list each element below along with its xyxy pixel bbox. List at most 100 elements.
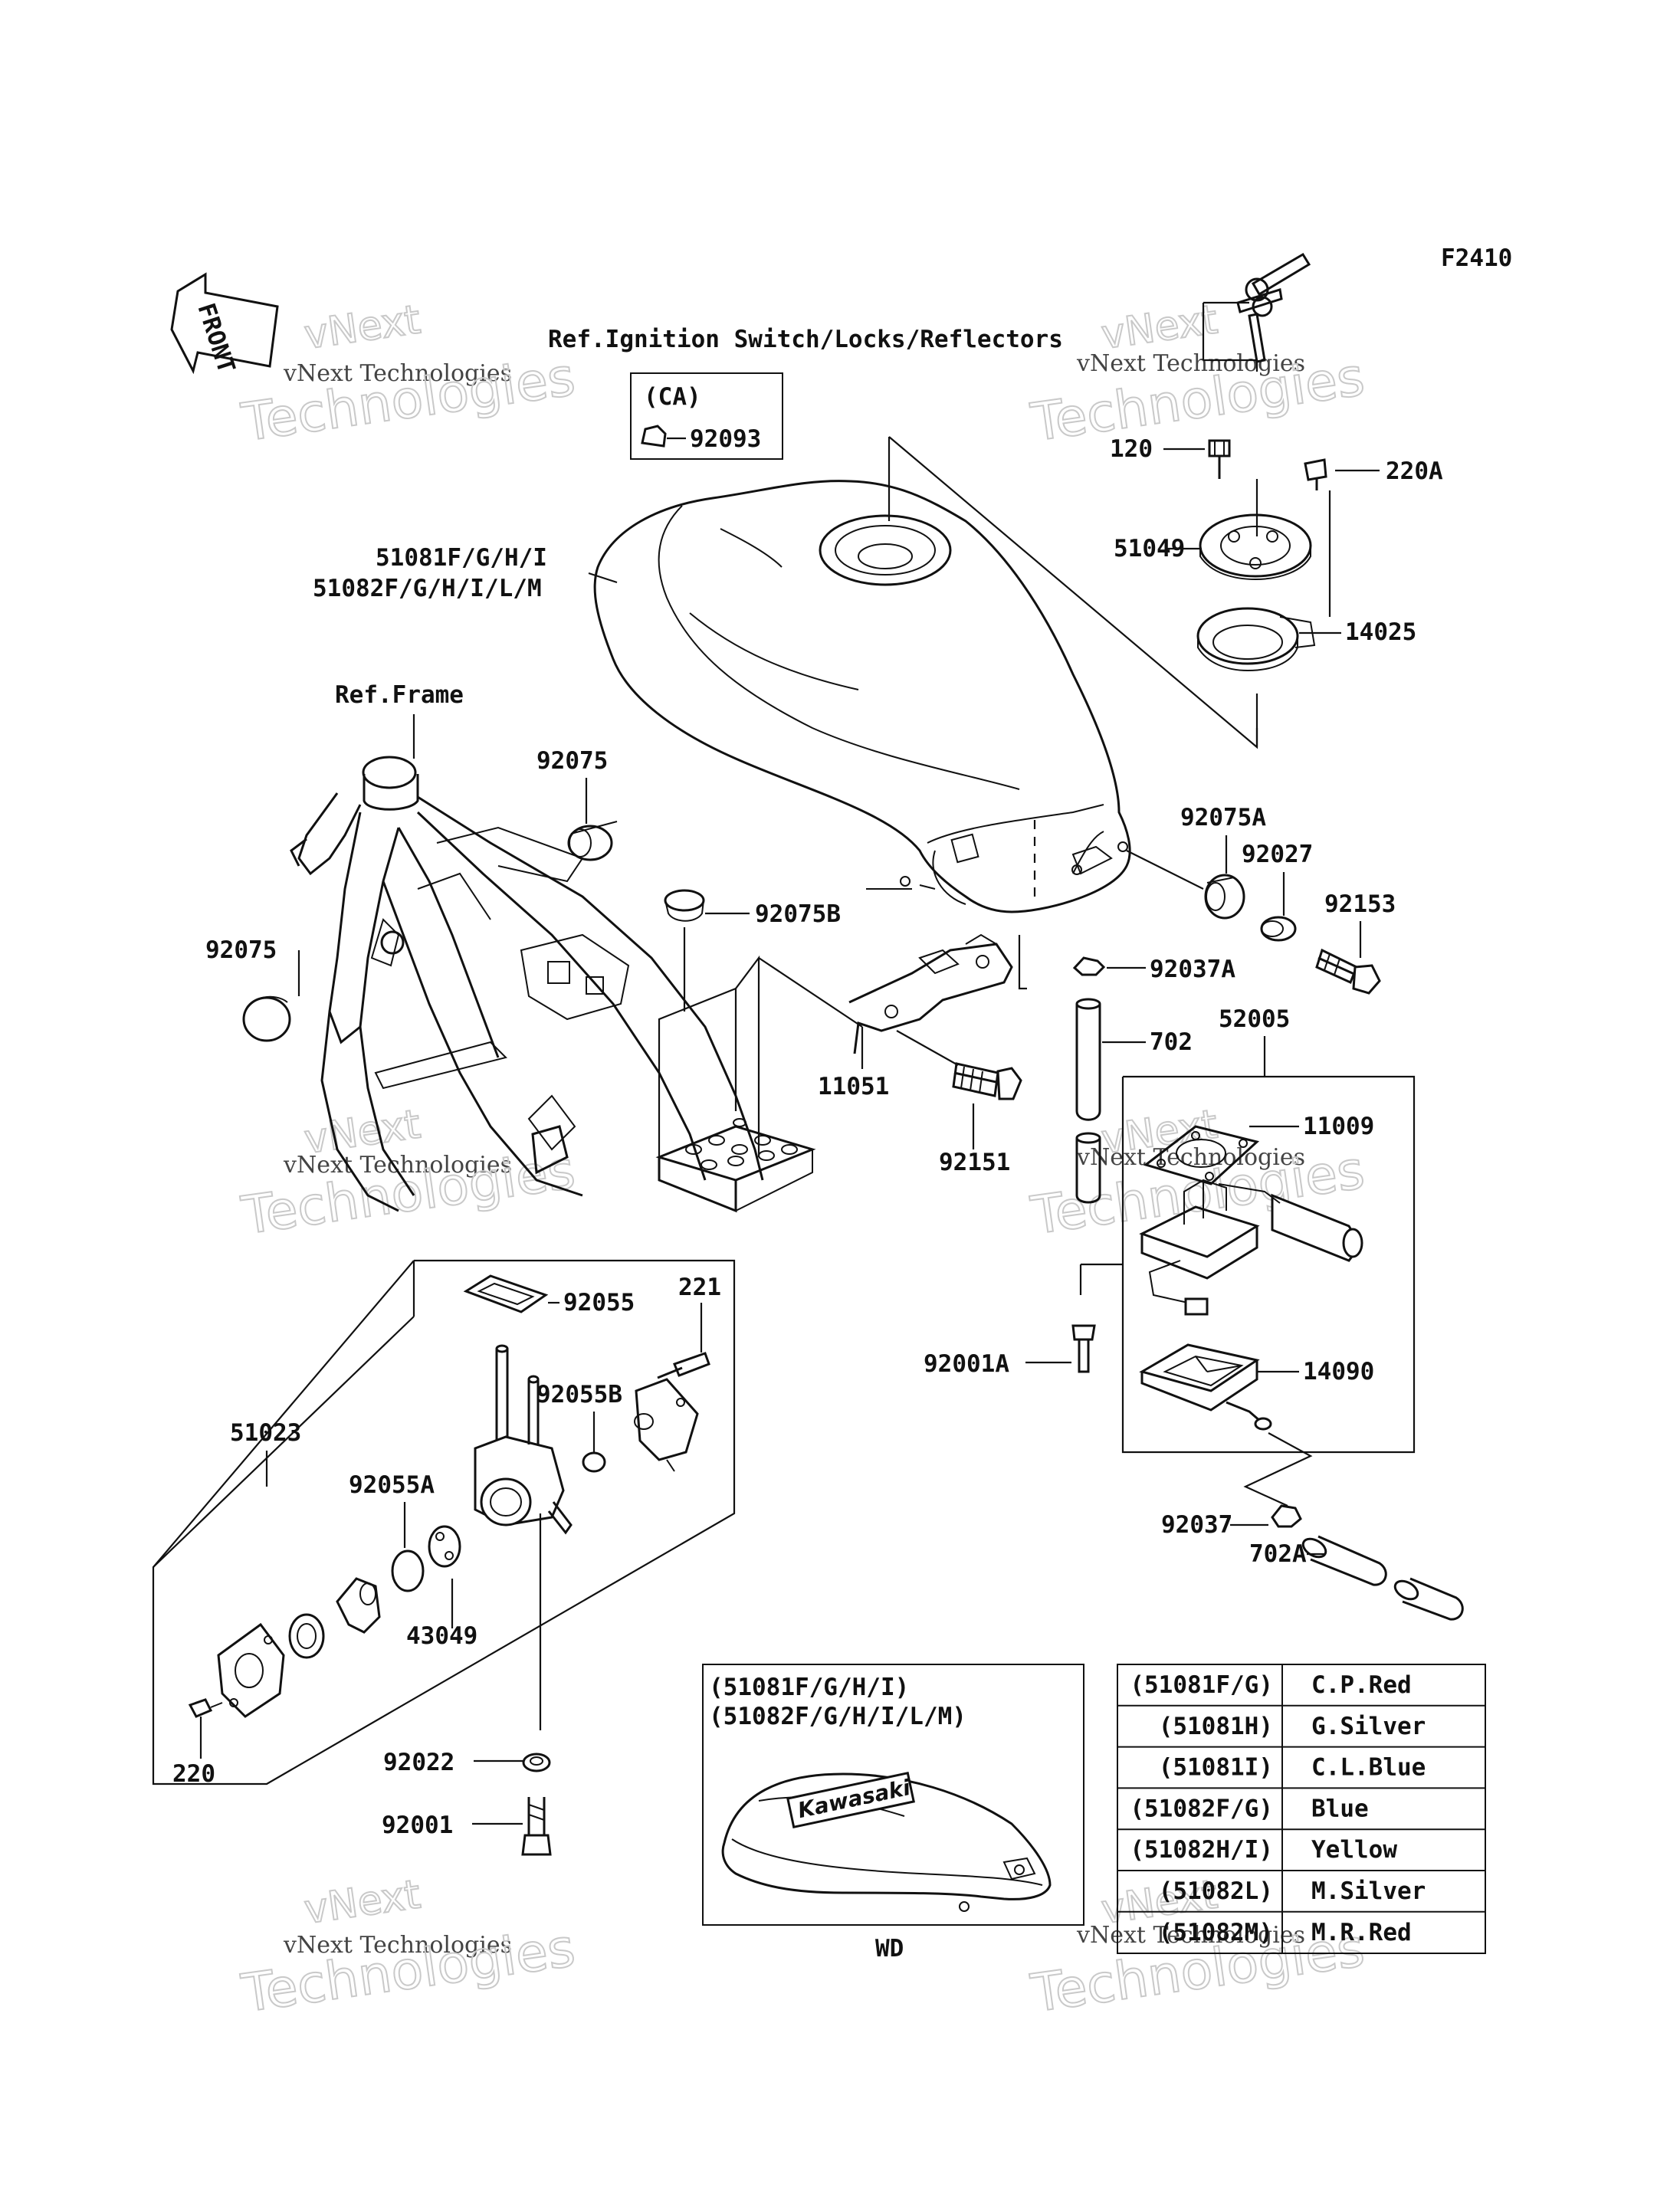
label-92055B: 92055B <box>536 1381 622 1408</box>
oring-92055A <box>391 1549 425 1592</box>
ca-box: (CA) 92093 <box>630 372 783 460</box>
svg-text:vNext Technologies: vNext Technologies <box>1076 1922 1305 1949</box>
hose-702 <box>1075 998 1101 1204</box>
ring-14025 <box>1196 607 1316 672</box>
grommet-92075-top <box>567 821 618 861</box>
ignition-key-icon <box>1236 252 1311 363</box>
grommet-92075-left <box>242 995 291 1042</box>
bolt-92001A-icon <box>1071 1324 1096 1373</box>
front-arrow-icon: FRONT <box>170 272 279 376</box>
watermark-mid-left: vNext vNext Technologies Technologies <box>237 1100 579 1248</box>
filter-leader <box>1243 1432 1313 1507</box>
label-92055: 92055 <box>563 1289 635 1317</box>
washer-92022-icon <box>522 1753 551 1772</box>
svg-text:(51081F/G/H/I): (51081F/G/H/I) <box>709 1674 909 1701</box>
label-702A: 702A <box>1249 1540 1307 1568</box>
label-92075B: 92075B <box>755 900 841 928</box>
color-table-code: (51081F/G) <box>1130 1671 1273 1699</box>
color-table-code: (51081H) <box>1159 1713 1273 1740</box>
label-221: 221 <box>678 1274 721 1301</box>
color-table-code: (51081I) <box>1159 1754 1273 1782</box>
leader-tank <box>588 572 618 584</box>
watermark-bottom-left: vNext vNext Technologies Technologies <box>237 1871 579 2025</box>
screw-220-icon <box>188 1698 223 1718</box>
label-92037A: 92037A <box>1150 956 1235 983</box>
color-table-color: C.P.Red <box>1311 1671 1412 1699</box>
plate <box>217 1622 285 1718</box>
label-52005: 52005 <box>1219 1005 1290 1033</box>
tray-leaders <box>734 955 760 1157</box>
label-92075-top: 92075 <box>536 747 608 775</box>
hose-702A <box>1301 1535 1464 1621</box>
tray-bracket <box>655 1118 816 1213</box>
label-220A: 220A <box>1386 457 1443 485</box>
collar-92027 <box>1260 916 1297 942</box>
color-table-code: (51082L) <box>1159 1877 1273 1905</box>
label-92027: 92027 <box>1242 841 1313 868</box>
label-tank-2: 51082F/G/H/I/L/M <box>313 575 542 602</box>
svg-text:(51082F/G/H/I/L/M): (51082F/G/H/I/L/M) <box>709 1703 966 1730</box>
label-92075-left: 92075 <box>205 936 277 964</box>
gasket-11009 <box>1143 1125 1260 1185</box>
label-92037: 92037 <box>1161 1511 1232 1539</box>
svg-text:92093: 92093 <box>690 425 761 453</box>
cap-leader-lines <box>888 436 1258 749</box>
label-tank-1: 51081F/G/H/I <box>376 544 547 572</box>
screw-221-icon <box>657 1352 710 1379</box>
label-92001: 92001 <box>382 1812 453 1839</box>
bolt-120-icon <box>1208 439 1231 479</box>
color-table-color: M.Silver <box>1311 1877 1426 1905</box>
petcock-body <box>474 1344 573 1535</box>
label-702: 702 <box>1150 1028 1193 1056</box>
fuel-tank <box>593 480 1131 913</box>
label-92055A: 92055A <box>349 1471 435 1499</box>
inset-logo: Kawasaki <box>796 1775 913 1823</box>
clip-92037A-icon <box>1072 956 1106 976</box>
label-92022: 92022 <box>383 1749 454 1776</box>
frame <box>290 756 764 1212</box>
label-14025: 14025 <box>1345 618 1416 646</box>
ref-ignition-label: Ref.Ignition Switch/Locks/Reflectors <box>548 326 1063 353</box>
fuel-cap-51049 <box>1199 513 1312 581</box>
svg-text:vNext: vNext <box>301 297 423 359</box>
color-table-code: (51082M) <box>1159 1919 1273 1946</box>
label-92075A: 92075A <box>1180 804 1266 831</box>
color-table-color: Yellow <box>1311 1836 1397 1864</box>
screw-220A-icon <box>1304 458 1327 490</box>
color-table: (51081F/G)C.P.Red(51081H)G.Silver(51081I… <box>1117 1664 1486 1954</box>
gasket-92055 <box>463 1274 549 1313</box>
label-43049: 43049 <box>406 1622 477 1650</box>
filter-14090 <box>1139 1343 1272 1431</box>
color-table-code: (51082F/G) <box>1130 1795 1273 1822</box>
ref-frame-label: Ref.Frame <box>335 681 464 709</box>
clip-92037-icon <box>1271 1504 1302 1528</box>
figure-code: F2410 <box>1441 244 1512 272</box>
label-92151: 92151 <box>939 1149 1010 1176</box>
label-11051: 11051 <box>818 1073 889 1100</box>
svg-text:vNext: vNext <box>1098 297 1220 359</box>
oring-92055B <box>582 1451 606 1473</box>
label-11009: 11009 <box>1303 1113 1374 1140</box>
label-14090: 14090 <box>1303 1358 1374 1385</box>
cap-92075B <box>664 889 705 922</box>
bolt-92153-icon <box>1315 948 1381 995</box>
color-table-color: Blue <box>1311 1795 1369 1822</box>
cover-plate <box>634 1378 699 1472</box>
label-220: 220 <box>172 1760 215 1788</box>
svg-text:(CA): (CA) <box>644 383 701 411</box>
bolt-92001-icon <box>521 1797 552 1856</box>
bracket-11051 <box>848 933 1013 1054</box>
svg-text:vNext Technologies: vNext Technologies <box>283 1152 512 1179</box>
svg-text:vNext Technologies: vNext Technologies <box>283 360 512 387</box>
label-51023: 51023 <box>230 1419 301 1447</box>
label-92153: 92153 <box>1324 890 1396 918</box>
watermark-top-right: vNext vNext Technologies Technologies <box>1026 296 1369 454</box>
bolt-92151-icon <box>952 1062 1022 1100</box>
box-52005 <box>1121 1036 1416 1454</box>
key-leader <box>1202 301 1258 372</box>
inset-caption: WD <box>875 1935 904 1963</box>
gasket-43049 <box>428 1525 461 1568</box>
washer <box>288 1613 325 1659</box>
color-table-code: (51082H/I) <box>1130 1836 1273 1864</box>
